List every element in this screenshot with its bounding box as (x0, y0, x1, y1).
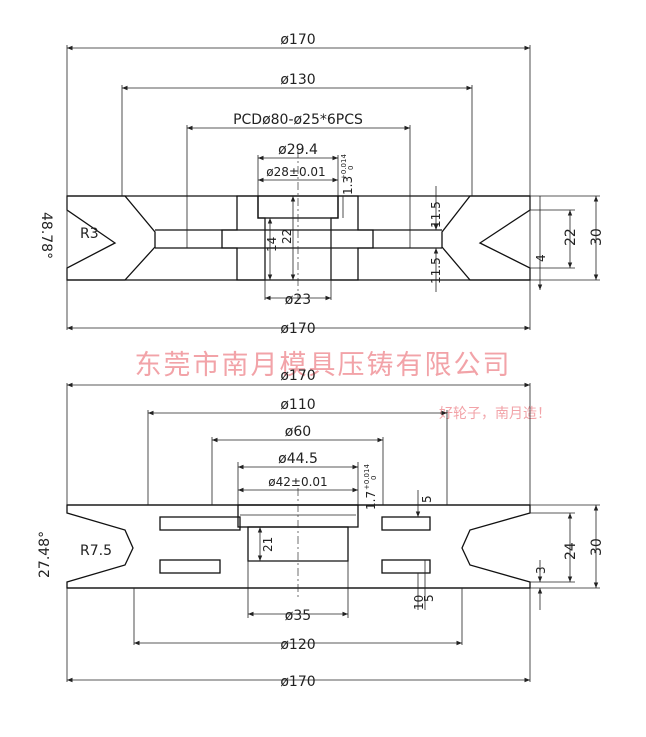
top-view: ø170 ø130 PCDø80-ø25*6PCS ø29.4 ø28±0.01… (38, 32, 605, 337)
top-dim-bore: ø28±0.01 (266, 165, 325, 179)
top-dim-22-inner: 22 (280, 229, 294, 244)
bottom-tol-upper: +0.014 (363, 464, 371, 490)
top-dim-pcd: PCDø80-ø25*6PCS (233, 112, 363, 128)
top-dim-14: 14 (265, 237, 279, 252)
bottom-dim-30: 30 (589, 538, 605, 556)
bottom-view: ø170 ø110 ø60 ø44.5 ø42±0.01 1.7 +0.014 … (37, 368, 605, 690)
bottom-dim-21: 21 (261, 537, 275, 552)
top-dim-4: 4 (534, 254, 548, 262)
top-dimension-lines (67, 45, 599, 331)
top-dim-11-5-bottom: 11.5 (429, 257, 443, 284)
bottom-dim-60: ø60 (285, 424, 311, 440)
bottom-dim-outer-bottom: ø170 (280, 674, 315, 690)
bottom-dim-bore: ø42±0.01 (268, 475, 327, 489)
bottom-dim-r7-5: R7.5 (80, 543, 112, 559)
bottom-outline (67, 488, 530, 598)
bottom-extension-lines (66, 383, 600, 682)
top-dim-r3: R3 (80, 226, 99, 242)
top-dim-23: ø23 (285, 292, 311, 308)
bottom-tol-lower: 0 (370, 476, 378, 480)
slogan-watermark: 好轮子，南月造！ (439, 406, 551, 422)
bottom-dim-10: 10 (412, 595, 426, 610)
top-dim-outer: ø170 (280, 32, 315, 48)
bottom-dim-110: ø110 (280, 397, 315, 413)
top-dim-1-3: 1.3 (341, 176, 355, 195)
top-dim-outer-bottom: ø170 (280, 321, 315, 337)
bottom-section-hatch (66, 504, 531, 589)
bottom-dim-120: ø120 (280, 637, 315, 653)
bottom-dim-3: 3 (534, 566, 548, 574)
bottom-dim-24: 24 (563, 542, 579, 560)
top-dim-angle: 48.78° (38, 212, 54, 259)
bottom-dim-44-5: ø44.5 (278, 451, 318, 467)
top-tol-upper: +0.014 (340, 154, 348, 180)
bottom-dim-5-top: 5 (420, 495, 434, 503)
top-dim-11-5-top: 11.5 (429, 201, 443, 228)
top-dim-22-right: 22 (563, 228, 579, 246)
top-extension-lines (66, 45, 600, 281)
bottom-dim-angle: 27.48° (37, 531, 53, 578)
bottom-dim-5-bottom: 5 (422, 594, 436, 602)
bottom-dim-1-7: 1.7 (364, 491, 378, 510)
top-dim-30: 30 (589, 228, 605, 246)
top-outline (66, 150, 531, 330)
company-watermark: 东莞市南月模具压铸有限公司 (135, 350, 512, 381)
bottom-dim-35: ø35 (285, 608, 311, 624)
bottom-dimension-lines (67, 382, 599, 683)
top-tol-lower: 0 (347, 166, 355, 170)
top-dim-29-4: ø29.4 (278, 142, 318, 158)
bottom-dim-outer: ø170 (280, 368, 315, 384)
top-dim-130: ø130 (280, 72, 315, 88)
top-section-hatch (66, 195, 531, 281)
